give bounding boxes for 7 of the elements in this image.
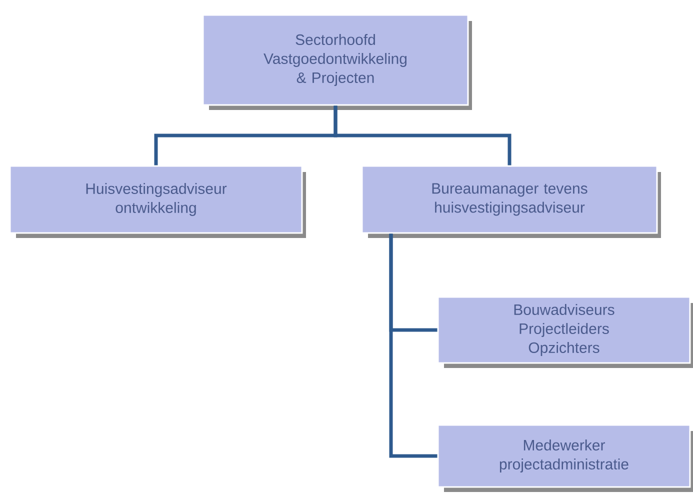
org-box: Sectorhoofd Vastgoedontwikkeling & Projecten	[202, 14, 472, 110]
org-box: Huisvestingsadviseur ontwikkeling	[9, 165, 306, 238]
connector-line	[334, 106, 512, 166]
connector-line	[389, 234, 438, 458]
org-box: Medewerker projectadministratie	[437, 424, 693, 492]
org-box: Bureaumanager tevens huisvestigingsadviseur	[361, 165, 661, 238]
org-box: Bouwadviseurs Projectleiders Opzichters	[437, 296, 693, 368]
